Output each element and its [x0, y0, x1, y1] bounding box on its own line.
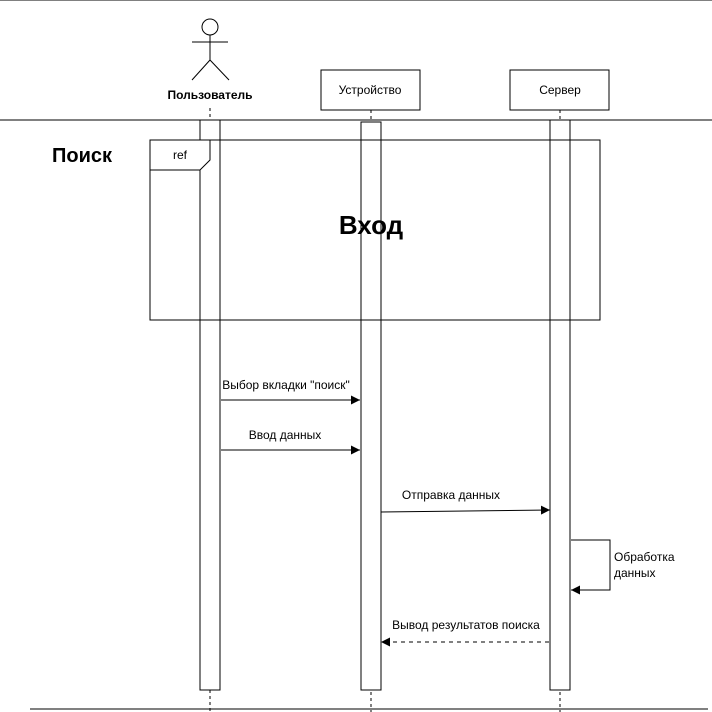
message-label: Вывод результатов поиска	[392, 618, 540, 632]
message-label-line-2: данных	[614, 566, 656, 580]
actor-head-icon	[201, 18, 219, 36]
message-send-data[interactable]: Отправка данных	[380, 488, 551, 515]
activation-device	[360, 121, 382, 691]
actor-right-leg	[209, 59, 230, 81]
actor-user-label: Пользователь	[167, 88, 252, 102]
participant-device-box	[320, 69, 421, 111]
message-label: Отправка данных	[402, 488, 500, 502]
actor-user[interactable]: Пользователь	[167, 18, 253, 102]
participant-server-box	[509, 69, 610, 111]
ref-tag-pentagon	[149, 139, 211, 171]
message-process-data[interactable]: Обработка данных	[571, 539, 675, 595]
activation-server	[549, 119, 571, 691]
message-enter-data[interactable]: Ввод данных	[221, 428, 360, 455]
participant-device-label: Устройство	[339, 83, 402, 97]
frame-title: Поиск	[52, 145, 113, 167]
message-return-results[interactable]: Вывод результатов поиска	[381, 618, 549, 647]
ref-fragment-box	[149, 139, 601, 321]
message-self-arrow	[571, 539, 611, 595]
message-label-line-1: Обработка	[614, 550, 675, 564]
ref-fragment-label: Вход	[339, 210, 404, 240]
message-label: Ввод данных	[249, 428, 322, 442]
ref-tag-label: ref	[173, 148, 188, 162]
message-arrow	[380, 505, 551, 515]
participant-device[interactable]: Устройство	[320, 69, 421, 111]
message-label: Выбор вкладки "поиск"	[222, 378, 350, 392]
participant-server-label: Сервер	[539, 83, 581, 97]
participant-server[interactable]: Сервер	[509, 69, 610, 111]
message-select-tab[interactable]: Выбор вкладки "поиск"	[221, 378, 360, 405]
activation-user	[199, 119, 221, 691]
actor-left-leg	[191, 59, 211, 81]
ref-fragment[interactable]: ref Вход	[149, 139, 601, 321]
